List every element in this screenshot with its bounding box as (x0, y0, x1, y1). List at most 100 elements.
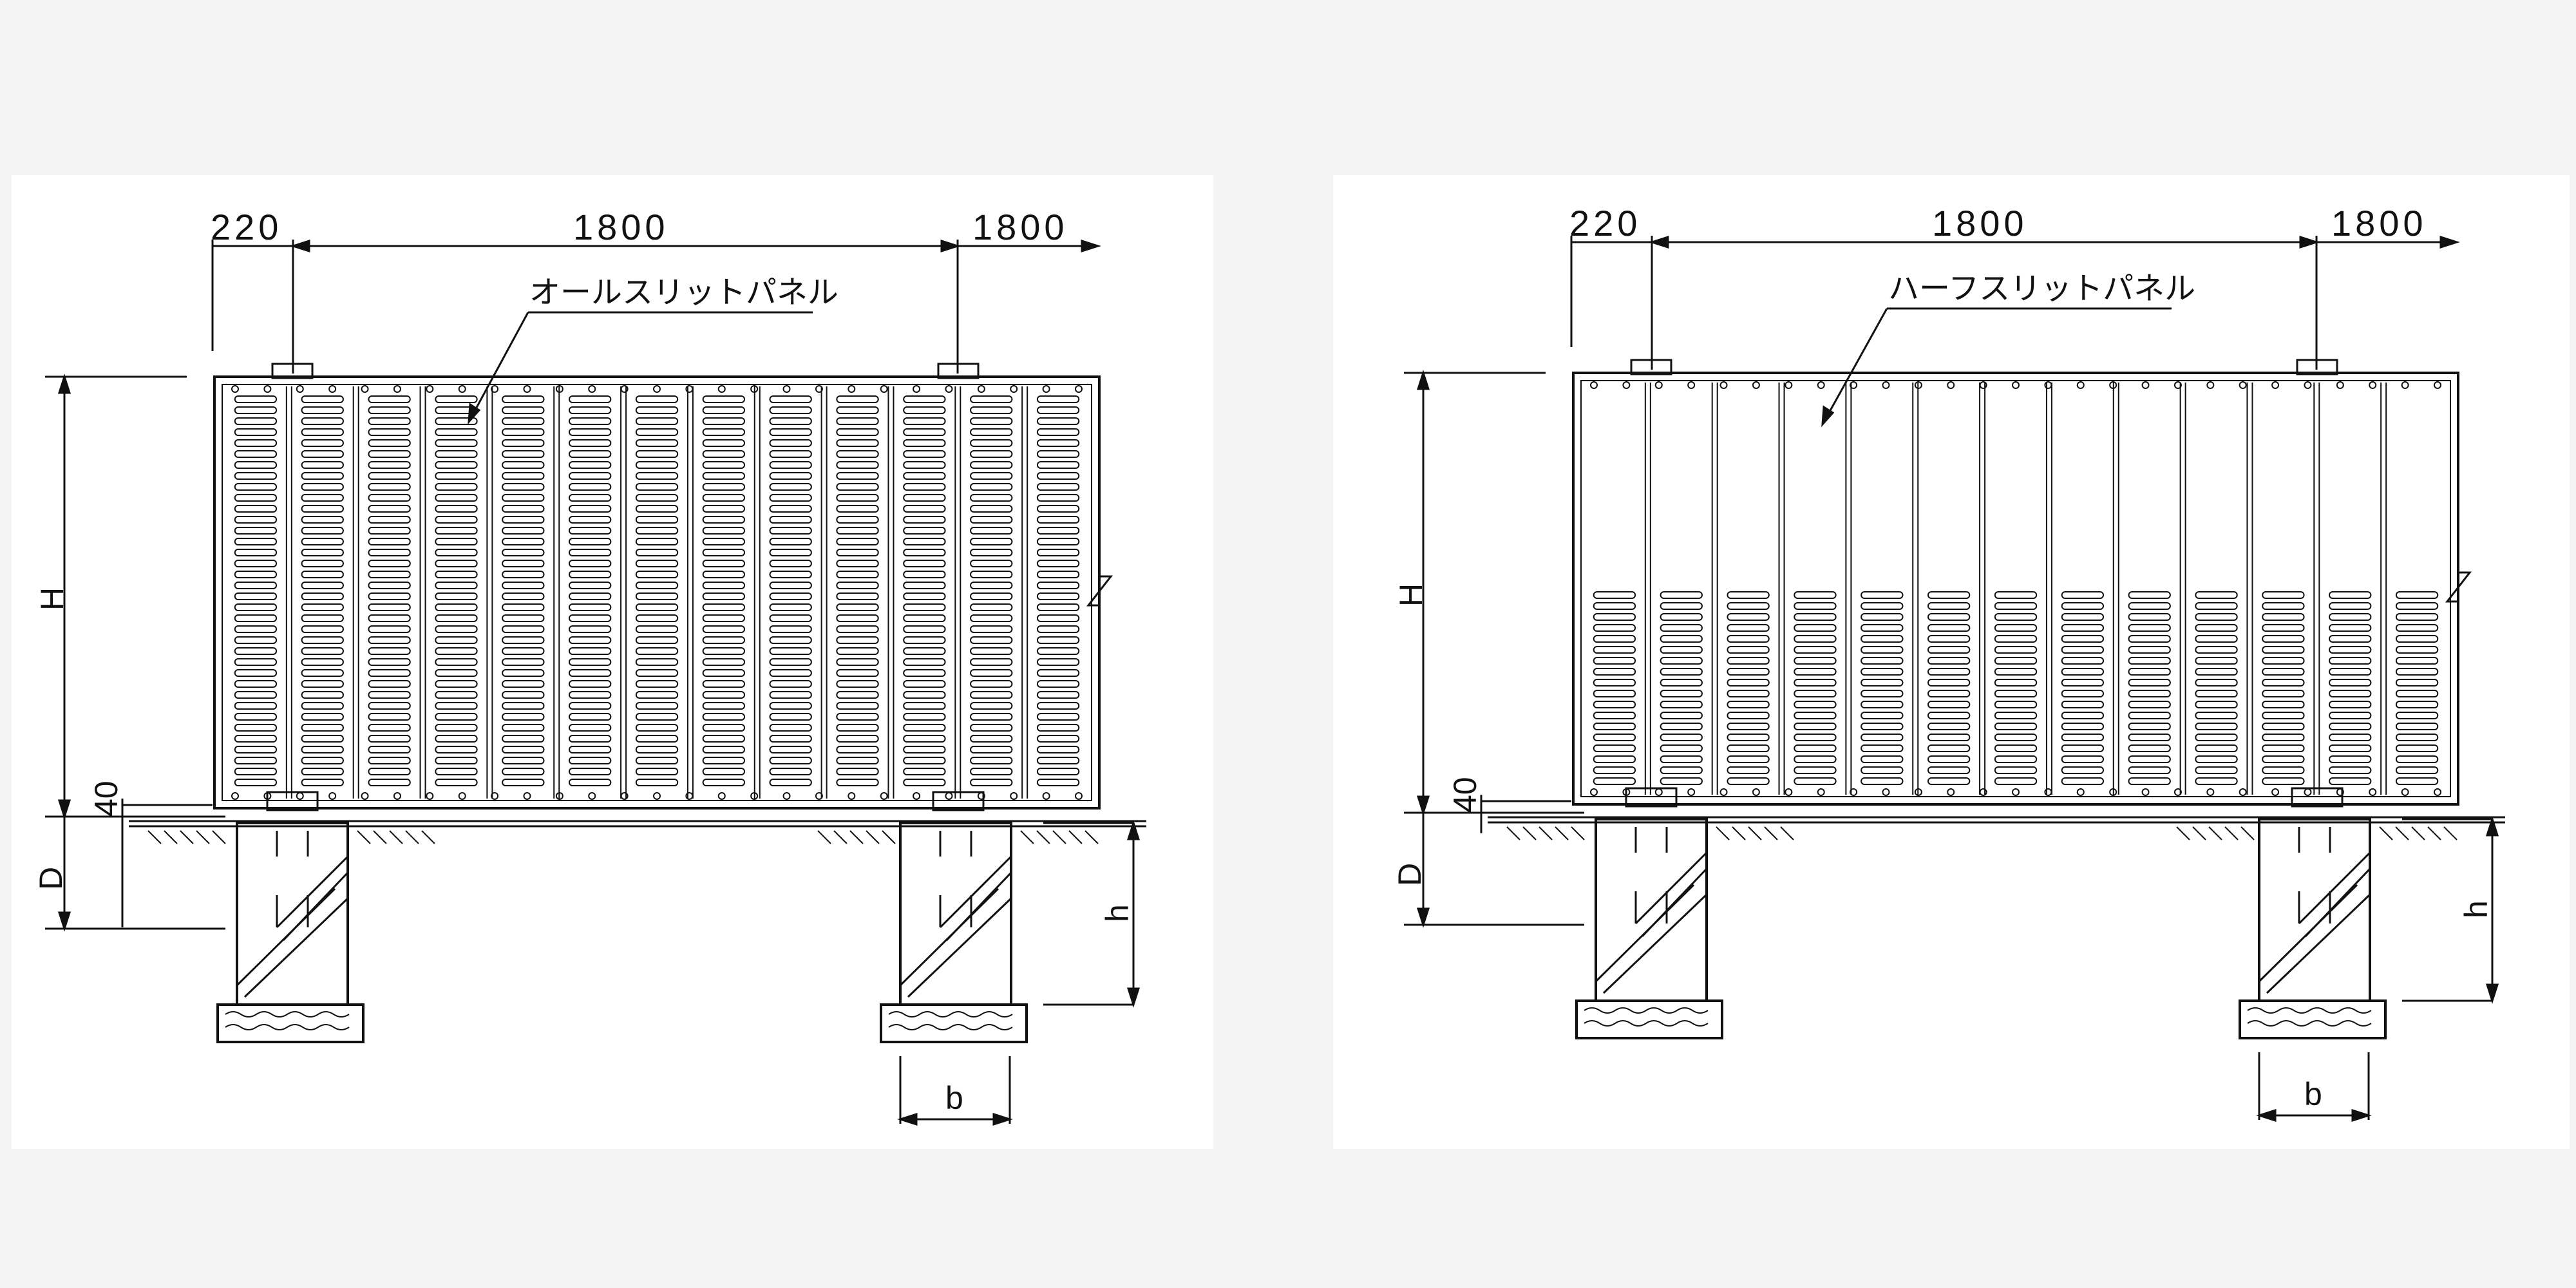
louver-slit (2128, 679, 2171, 687)
slit-louvers (1593, 591, 2439, 785)
post-foundation (216, 822, 365, 1043)
louver-slit (1927, 744, 1971, 752)
louver-slit (970, 636, 1013, 644)
louver-slit (568, 406, 612, 414)
louver-slit (2395, 668, 2439, 676)
louver-slit (568, 450, 612, 458)
louver-slit (1036, 691, 1080, 699)
louver-slit (1927, 723, 1971, 730)
louver-slit (1794, 602, 1837, 610)
louver-slit (1727, 635, 1770, 643)
louver-slit (903, 614, 946, 622)
louver-slit (368, 691, 411, 699)
louver-slit (368, 735, 411, 743)
louver-slit (301, 538, 344, 545)
louver-slit (1593, 766, 1636, 774)
louver-slit (368, 582, 411, 589)
louver-slit (2395, 701, 2439, 708)
louver-slit (1861, 602, 1904, 610)
louver-slit (836, 417, 879, 425)
louver-slit (368, 505, 411, 513)
louver-slit (970, 450, 1013, 458)
louver-slit (1794, 657, 1837, 665)
louver-slit (970, 494, 1013, 502)
fence-elevation-half-slit: 220 1800 1800 H 40 D h b ハーフスリットパネル (1392, 203, 2505, 1122)
louver-slit (635, 735, 679, 743)
louver-slit (769, 483, 812, 491)
panel-callout: ハーフスリットパネル (1888, 272, 2195, 306)
louver-slit (903, 461, 946, 469)
louver-slit (769, 461, 812, 469)
louver-slit (702, 625, 746, 633)
louver-slit (234, 735, 278, 743)
louver-slit (635, 494, 679, 502)
louver-slit (2195, 591, 2238, 599)
louver-slit (2329, 744, 2372, 752)
louver-slit (2329, 635, 2372, 643)
louver-slit (1927, 701, 1971, 708)
louver-slit (970, 549, 1013, 556)
louver-slit (435, 691, 478, 699)
louver-slit (435, 439, 478, 447)
louver-slit (502, 395, 545, 403)
panel-stiles (231, 385, 1083, 800)
louver-slit (502, 735, 545, 743)
louver-slit (1994, 679, 2038, 687)
louver-slit (903, 483, 946, 491)
louver-slit (301, 603, 344, 611)
louver-slit (1660, 723, 1703, 730)
louver-slit (368, 538, 411, 545)
louver-slit (234, 768, 278, 775)
louver-slit (234, 538, 278, 545)
louver-slit (836, 428, 879, 436)
louver-slit (970, 625, 1013, 633)
louver-slit (234, 603, 278, 611)
louver-slit (635, 582, 679, 589)
louver-slit (970, 735, 1013, 743)
louver-slit (769, 625, 812, 633)
louver-slit (702, 505, 746, 513)
louver-slit (635, 450, 679, 458)
louver-slit (1727, 657, 1770, 665)
louver-slit (1727, 646, 1770, 654)
louver-slit (234, 658, 278, 666)
louver-slit (502, 724, 545, 732)
louver-slit (234, 571, 278, 578)
louver-slit (1593, 679, 1636, 687)
louver-slit (2262, 701, 2305, 708)
louver-slit (836, 724, 879, 732)
louver-slit (2061, 777, 2105, 785)
louver-slit (1861, 613, 1904, 621)
louver-slit (368, 483, 411, 491)
louver-slit (1036, 614, 1080, 622)
louver-slit (568, 527, 612, 535)
dim-clearance: 40 (1447, 777, 1483, 813)
louver-slit (970, 571, 1013, 578)
louver-slit (1861, 657, 1904, 665)
louver-slit (568, 538, 612, 545)
louver-slit (435, 735, 478, 743)
louver-slit (301, 625, 344, 633)
louver-slit (2329, 602, 2372, 610)
louver-slit (1660, 766, 1703, 774)
louver-slit (1794, 712, 1837, 719)
louver-slit (836, 636, 879, 644)
louver-slit (1861, 766, 1904, 774)
louver-slit (234, 614, 278, 622)
post-foundation (880, 822, 1028, 1043)
louver-slit (234, 636, 278, 644)
louver-slit (2262, 755, 2305, 763)
louver-slit (1036, 516, 1080, 524)
louver-slit (368, 625, 411, 633)
louver-slit (502, 472, 545, 480)
louver-slit (1036, 461, 1080, 469)
louver-slit (836, 768, 879, 775)
louver-slit (301, 702, 344, 710)
louver-slit (970, 724, 1013, 732)
louver-slit (903, 395, 946, 403)
louver-slit (970, 538, 1013, 545)
louver-slit (769, 516, 812, 524)
louver-slit (702, 395, 746, 403)
louver-slit (234, 549, 278, 556)
